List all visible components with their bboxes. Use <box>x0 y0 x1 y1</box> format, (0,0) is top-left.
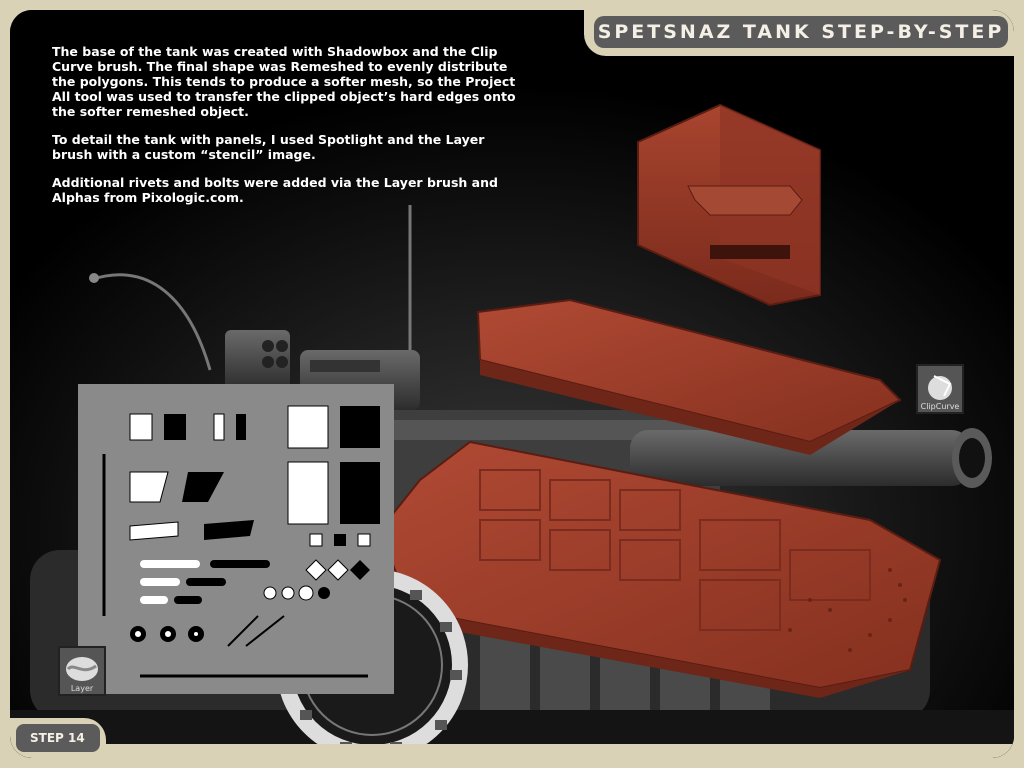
page-title: SPETSNAZ TANK STEP-BY-STEP <box>594 16 1008 48</box>
clip-curve-brush-label: ClipCurve <box>920 402 960 411</box>
layer-brush-icon <box>66 657 98 681</box>
slide-frame: Layer ClipCurve The base of the tank was… <box>10 10 1014 758</box>
stencil-shapes <box>102 405 380 678</box>
stencil-panel <box>78 384 394 694</box>
step-tab: STEP 14 <box>10 718 106 758</box>
layer-brush-label: Layer <box>70 684 94 693</box>
clip-curve-brush-icon <box>928 375 952 400</box>
layer-brush-button[interactable]: Layer <box>58 646 106 696</box>
intro-paragraph: Additional rivets and bolts were added v… <box>52 175 498 205</box>
clip-curve-brush-button[interactable]: ClipCurve <box>916 364 964 414</box>
step-label: STEP 14 <box>16 724 100 752</box>
intro-text: The base of the tank was created with Sh… <box>52 44 522 218</box>
intro-paragraph: To detail the tank with panels, I used S… <box>52 132 485 162</box>
footer-bar <box>106 744 1014 758</box>
title-tab: SPETSNAZ TANK STEP-BY-STEP <box>584 10 1014 56</box>
intro-paragraph: The base of the tank was created with Sh… <box>52 44 516 119</box>
